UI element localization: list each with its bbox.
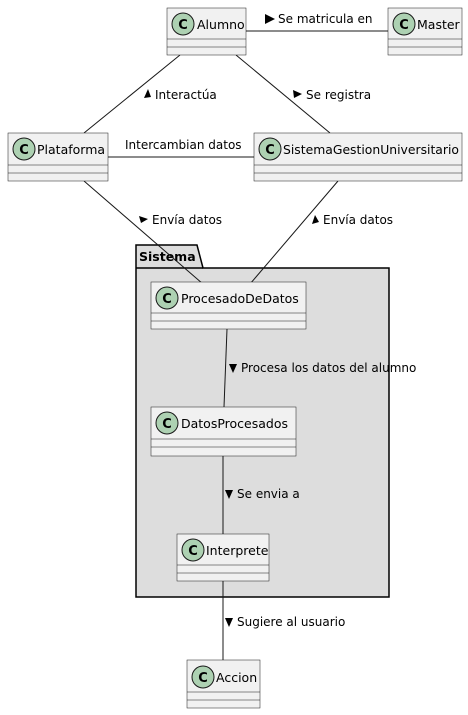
class-procesado-de-datos: C ProcesadoDeDatos — [150, 281, 307, 330]
label-envia-datos-2: Envía datos — [323, 213, 393, 227]
class-name: Alumno — [197, 17, 245, 32]
class-alumno: C Alumno — [166, 7, 247, 56]
label-se-registra: Se registra — [306, 88, 371, 102]
label-envia-datos-1: Envía datos — [152, 213, 222, 227]
label-intercambian: Intercambian datos — [125, 138, 242, 152]
class-name: Master — [417, 17, 461, 32]
class-name: DatosProcesados — [181, 416, 288, 431]
class-interprete: C Interprete — [176, 533, 270, 582]
class-master: C Master — [387, 7, 463, 56]
arrow-down-icon — [225, 490, 233, 499]
class-stereotype-icon — [155, 411, 179, 435]
label-interactua: Interactúa — [155, 88, 217, 102]
class-stereotype-icon — [171, 12, 195, 36]
class-stereotype-icon — [12, 137, 36, 161]
relations — [83, 30, 388, 660]
class-stereotype-letter: C — [198, 671, 208, 686]
class-stereotype-letter: C — [399, 18, 409, 33]
class-plataforma: C Plataforma — [7, 132, 109, 182]
class-accion: C Accion — [186, 659, 261, 709]
label-procesa: Procesa los datos del alumno — [241, 361, 416, 375]
label-se-matricula: Se matricula en — [278, 12, 373, 26]
arrow-down-right-icon — [293, 90, 302, 98]
class-name: Plataforma — [37, 142, 105, 157]
class-name: Interprete — [206, 543, 269, 558]
class-name: ProcesadoDeDatos — [181, 291, 299, 306]
arrow-down-icon — [229, 364, 237, 373]
rel-plataforma-procesado — [83, 180, 204, 285]
class-stereotype-letter: C — [178, 18, 188, 33]
class-stereotype-letter: C — [19, 143, 29, 158]
class-stereotype-icon — [392, 12, 416, 36]
class-datos-procesados: C DatosProcesados — [150, 406, 297, 457]
class-stereotype-letter: C — [162, 417, 172, 432]
arrow-down-icon — [225, 618, 233, 627]
rel-sistema-procesado — [249, 180, 339, 285]
class-stereotype-letter: C — [265, 143, 275, 158]
arrow-up-icon — [144, 89, 151, 98]
class-stereotype-letter: C — [162, 292, 172, 307]
class-name: Accion — [216, 670, 257, 685]
class-stereotype-icon — [191, 665, 215, 689]
class-stereotype-icon — [258, 137, 282, 161]
rel-alumno-plataforma — [83, 54, 181, 134]
arrow-right-icon — [265, 14, 275, 24]
arrow-down-right-icon — [139, 216, 148, 223]
class-stereotype-icon — [181, 538, 205, 562]
rel-alumno-sistema — [235, 54, 331, 134]
relation-labels: Se matricula en Interactúa Se registra I… — [125, 12, 416, 629]
package-title: Sistema — [139, 249, 196, 264]
rel-procesado-datos — [223, 328, 228, 408]
class-stereotype-letter: C — [188, 544, 198, 559]
class-name: SistemaGestionUniversitario — [283, 142, 459, 157]
class-stereotype-icon — [155, 286, 179, 310]
arrow-up-icon — [312, 215, 319, 224]
label-sugiere: Sugiere al usuario — [237, 615, 345, 629]
class-sistema-gestion-universitario: C SistemaGestionUniversitario — [253, 132, 463, 182]
label-se-envia: Se envia a — [237, 487, 300, 501]
class-box — [253, 132, 463, 182]
